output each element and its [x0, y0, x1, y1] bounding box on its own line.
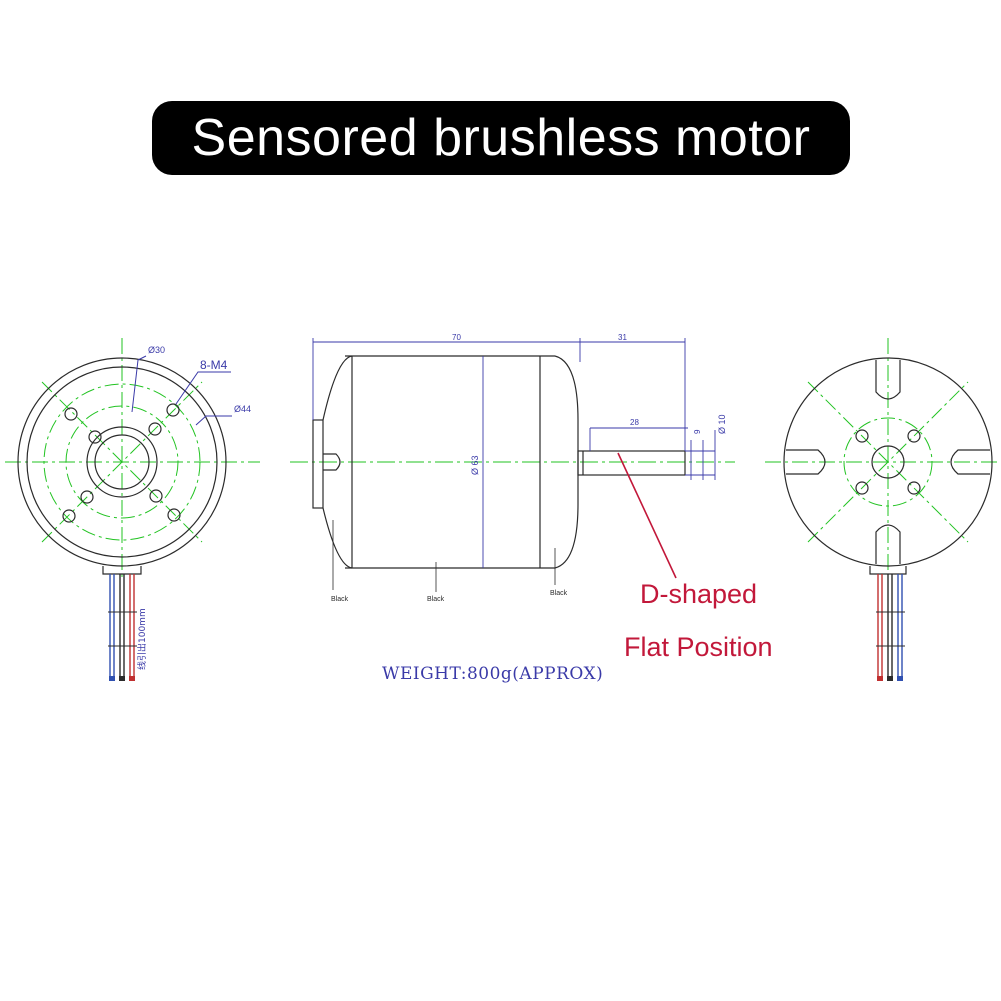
- callout-flat-position: Flat Position: [624, 632, 773, 662]
- callout-d-shaped: D-shaped: [640, 579, 758, 609]
- rear-view-outline: [783, 357, 993, 575]
- d-flat-callout-leader: [617, 452, 677, 579]
- title-banner: Sensored brushless motor: [152, 101, 850, 175]
- front-view-centerlines: [5, 338, 260, 578]
- lead-length-note: 线引出100mm: [136, 608, 148, 670]
- side-view: 70 31 28 9 Ø 10 Ø 63 Black Black Black: [290, 333, 735, 603]
- dim-bolt-circle-outer: Ø44: [234, 404, 251, 414]
- side-view-wire-leaders: [332, 520, 556, 592]
- front-view-wire-tips: [109, 676, 135, 681]
- rear-view-centerlines: [765, 338, 1000, 580]
- side-view-outline: [312, 355, 686, 569]
- dim-body-diameter: Ø 63: [470, 455, 480, 475]
- wire-label-1: Black: [331, 596, 349, 603]
- rear-view: [765, 338, 1000, 681]
- dim-shaft-length: 31: [618, 333, 627, 342]
- front-view-outline: [17, 357, 227, 575]
- dim-body-length: 70: [452, 333, 461, 342]
- dim-flat-length: 28: [630, 418, 639, 427]
- front-view-wires: [108, 574, 137, 678]
- side-view-dimensions: [312, 338, 716, 568]
- wire-label-2: Black: [427, 596, 445, 603]
- rear-view-wire-tips: [877, 676, 903, 681]
- front-view: Ø30 8-M4 Ø44 线引出100mm: [5, 338, 260, 681]
- weight-label: WEIGHT:800g(APPROX): [382, 664, 604, 684]
- wire-label-3: Black: [550, 590, 568, 597]
- dim-shaft-diameter: Ø 10: [717, 414, 727, 434]
- dim-flat-depth: 9: [693, 429, 702, 434]
- dim-bolt-holes: 8-M4: [200, 358, 228, 372]
- title-text: Sensored brushless motor: [191, 109, 811, 167]
- rear-view-wires: [876, 574, 905, 678]
- dim-bolt-circle-inner: Ø30: [148, 345, 165, 355]
- front-view-leaders: [131, 355, 232, 426]
